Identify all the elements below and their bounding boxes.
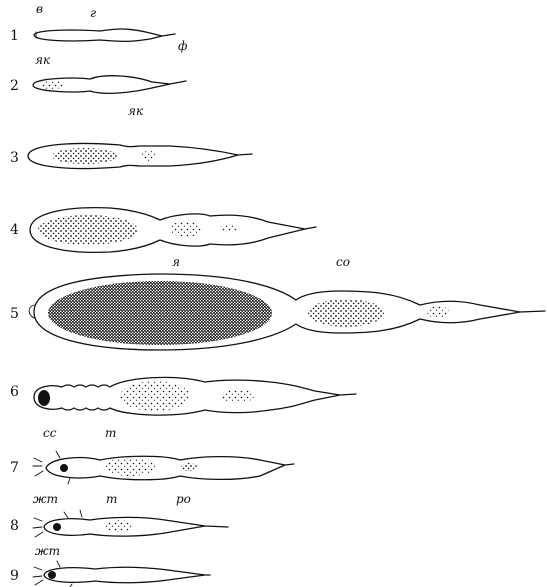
cell-stage-9 — [33, 561, 210, 587]
stage-number-7: 7 — [10, 460, 19, 476]
head-7 — [60, 464, 68, 472]
vesicle-7 — [181, 463, 197, 471]
label-f: ф — [178, 39, 187, 53]
label-ro: ро — [176, 492, 191, 506]
nucleus-3 — [52, 148, 118, 164]
label-zht-2: жт — [35, 544, 60, 558]
acrosome-6 — [38, 390, 50, 406]
yak-nucleus-2 — [39, 81, 65, 89]
cell-stage-2 — [33, 76, 186, 94]
vesicle-4a — [170, 221, 202, 237]
label-so: со — [336, 255, 350, 269]
cell-stage-5 — [29, 274, 545, 350]
stage-number-8: 8 — [10, 518, 19, 534]
stage-number-1: 1 — [10, 28, 19, 44]
stage-number-3: 3 — [10, 150, 19, 166]
stage-number-9: 9 — [10, 568, 19, 584]
nucleus-5 — [48, 281, 272, 345]
label-ya: я — [172, 255, 180, 269]
vesicle-5 — [308, 299, 384, 327]
label-g: г — [90, 6, 96, 20]
nucleus-4 — [38, 215, 138, 245]
head-9 — [48, 571, 56, 579]
label-yak-2: як — [128, 104, 144, 118]
cell-stage-3 — [28, 143, 252, 168]
label-v: в — [36, 2, 43, 16]
label-t-1: т — [105, 426, 116, 440]
cell-stage-8 — [33, 510, 228, 537]
stage-number-5: 5 — [10, 306, 19, 322]
cell-stage-1 — [34, 29, 175, 41]
stage-number-6: 6 — [10, 384, 19, 400]
vesicle-4b — [220, 224, 238, 232]
stage-number-2: 2 — [10, 78, 19, 94]
head-8 — [53, 523, 61, 531]
nucleus-7 — [103, 458, 157, 476]
label-t-2: т — [106, 492, 117, 506]
cell-stage-4 — [30, 208, 316, 253]
label-ss: сс — [43, 426, 57, 440]
label-zht-1: жт — [33, 492, 58, 506]
vesicle-5b — [427, 306, 449, 318]
nucleus-6 — [120, 381, 190, 411]
vesicle-8 — [106, 520, 134, 532]
vesicle-3 — [141, 151, 157, 161]
cell-stage-7 — [33, 451, 294, 484]
stage-number-4: 4 — [10, 222, 19, 238]
cell-stage-6 — [34, 377, 356, 415]
label-yak-1: як — [35, 53, 51, 67]
vesicle-6 — [222, 389, 254, 403]
